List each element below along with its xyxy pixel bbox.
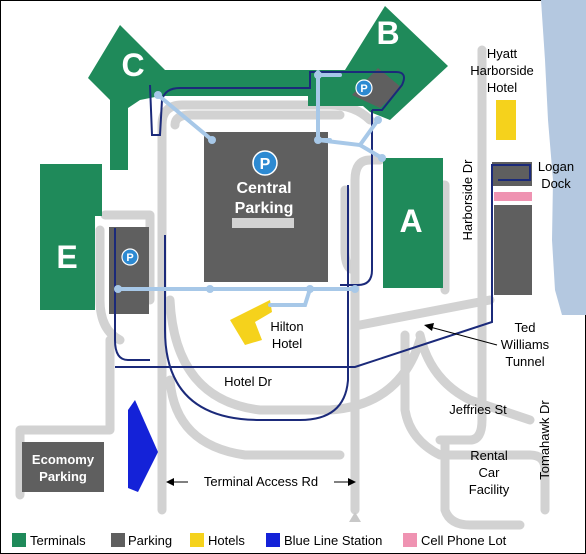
terminal-access-arrow-right-head [348,478,356,486]
walkway-nodes [114,71,386,293]
parking-sign-letter: P [126,252,133,264]
legend-swatch-parking [111,533,125,547]
ted-williams-label-line2: Williams [501,337,550,352]
walkways [116,70,384,307]
hyatt-label-line2: Harborside [470,63,534,78]
blue-line-station [128,400,158,492]
rental-car-label-line1: Rental [470,448,508,463]
parking-sign-icon [252,150,278,176]
legend-swatch-blue-line-station [266,533,280,547]
road-east-vertical-2 [340,185,360,275]
logan-dock-label-line2: Dock [541,176,571,191]
walkway-node [306,285,314,293]
central-parking-ramp [232,218,294,228]
legend-swatch-cell-phone-lot [403,533,417,547]
terminal-e-building [40,164,102,310]
road-west-lower [15,335,115,500]
terminal-a-building [383,158,443,288]
road-east-vertical [350,155,385,515]
road-lower-loop [165,375,345,460]
terminal-access-rd-label: Terminal Access Rd [204,474,318,489]
legend-label-cell-phone-lot: Cell Phone Lot [421,533,507,548]
road-lower-east [400,330,550,515]
legend: Terminals Parking Hotels Blue Line Stati… [12,533,507,548]
terminal-access-arrow-left-head [166,478,174,486]
ted-williams-label-line3: Tunnel [505,354,544,369]
parking-rental-east [494,205,532,295]
walkway-node [314,71,322,79]
parking-sign-terminal-e: P [121,248,139,266]
hilton-label-line2: Hotel [272,336,302,351]
hotel-dr-label: Hotel Dr [224,374,272,389]
legend-label-blue-line-station: Blue Line Station [284,533,382,548]
terminal-c-building [88,25,340,170]
walkway-node [206,285,214,293]
jeffries-st-label: Jeffries St [449,402,507,417]
shuttle-route-central-loop [164,185,349,421]
road-arrow-2 [349,512,361,522]
shuttle-route-west [114,228,150,361]
parking-sign-terminal-b: P [355,79,373,97]
road-central-loop [157,100,375,515]
ted-williams-pointer-head [424,323,434,331]
hyatt-hotel-building [496,100,516,140]
parking-sign-icon [121,248,139,266]
central-parking-label-line1: Central [236,180,291,197]
parking-sign-letter: P [360,83,367,95]
shuttle-route-main [115,164,531,368]
walkway-node [378,154,386,162]
walkway-node [154,91,162,99]
economy-parking-lot [22,442,104,492]
legend-swatch-terminals [12,533,26,547]
parking-sign-icon [355,79,373,97]
road-west [95,225,125,345]
economy-parking-label-line2: Parking [39,469,87,484]
hyatt-label-line1: Hyatt [487,46,518,61]
terminal-b-label: B [376,15,399,51]
harbor-water [541,0,586,315]
terminal-e-label: E [56,239,77,275]
walkway-hilton [268,287,312,307]
road-hotel-dr-curve [165,295,425,415]
shuttle-route-east [340,110,373,286]
road-terminal-e-link [100,210,155,305]
terminal-b-building [308,6,448,120]
economy-parking-label-line1: Ecomomy [32,452,95,467]
harborside-dr-label: Harborside Dr [460,159,475,241]
cell-phone-lot [494,192,532,201]
road-harborside-dr [435,45,487,445]
road-rental [440,435,525,530]
logan-dock-label-line1: Logan [538,159,574,174]
walkway-node [314,136,322,144]
ted-williams-label-line1: Ted [515,320,536,335]
legend-label-hotels: Hotels [208,533,245,548]
walkway-node [208,136,216,144]
walkway-node [374,116,382,124]
rental-car-label-line2: Car [479,465,501,480]
central-parking-label-line2: Parking [235,200,294,217]
parking-sign-letter: P [260,156,271,173]
terminal-a-label: A [399,203,422,239]
parking-terminal-b [352,68,402,108]
parking-sign-central: P [252,150,278,176]
walkway-terminal-c [156,93,214,142]
hilton-hotel-building [230,300,272,345]
legend-label-terminals: Terminals [30,533,86,548]
hilton-label-line1: Hilton [270,319,303,334]
road-inner-loop [170,110,345,130]
walkway-terminal-b-3 [358,118,380,147]
legend-label-parking: Parking [128,533,172,548]
walkway-node [351,285,359,293]
road-tunnel [355,295,495,330]
terminals [40,6,448,310]
ted-williams-pointer [429,326,498,346]
terminal-c-label: C [121,47,144,83]
walkway-node [114,285,122,293]
hyatt-label-line3: Hotel [487,80,517,95]
legend-swatch-hotels [190,533,204,547]
rental-car-label-line3: Facility [469,482,510,497]
tomahawk-dr-label: Tomahawk Dr [537,400,552,480]
